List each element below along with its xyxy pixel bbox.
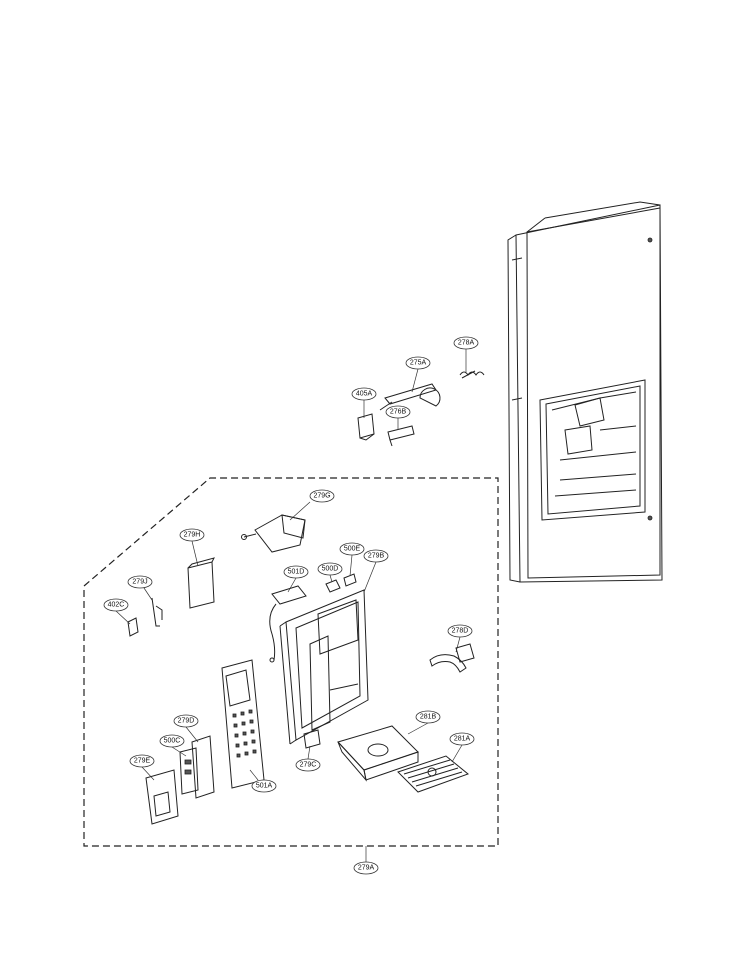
part-279J-bracket: [151, 597, 163, 627]
door-panel: [507, 201, 663, 583]
svg-text:501D: 501D: [288, 569, 305, 576]
callout-278A-top: 278A: [453, 336, 479, 350]
svg-text:281A: 281A: [454, 736, 471, 743]
part-279E-cover: [145, 769, 179, 825]
svg-text:278A: 278A: [458, 340, 475, 347]
svg-text:279G: 279G: [313, 493, 330, 500]
part-501A-panel: [221, 659, 265, 789]
svg-text:500E: 500E: [344, 546, 361, 553]
part-501D-board: [269, 585, 307, 663]
part-281B-tray: [337, 725, 419, 782]
part-405A-bracket: [357, 413, 375, 441]
callout-281A: 281A: [449, 732, 475, 746]
part-500C-board: [179, 747, 199, 795]
callout-402C: 402C: [103, 598, 129, 612]
callout-281B: 281B: [415, 710, 441, 724]
svg-text:279J: 279J: [132, 579, 147, 586]
svg-text:279A: 279A: [358, 865, 375, 872]
part-278D-handle: [429, 643, 475, 673]
callout-279A: 279A: [353, 861, 379, 875]
part-500D-sensor: [325, 579, 341, 593]
svg-text:278D: 278D: [452, 628, 469, 635]
part-279H-cover: [187, 557, 215, 609]
callout-405A: 405A: [351, 387, 377, 401]
leader-lines: [115, 349, 467, 862]
part-275A-lever: [379, 383, 441, 411]
svg-text:276B: 276B: [390, 409, 407, 416]
svg-text:275A: 275A: [410, 360, 427, 367]
callout-278D: 278D: [447, 624, 473, 638]
callout-279G: 279G: [309, 489, 335, 503]
callout-279E: 279E: [129, 754, 155, 768]
callout-501A: 501A: [251, 779, 277, 793]
part-278A-spring: [459, 370, 485, 379]
svg-text:405A: 405A: [356, 391, 373, 398]
part-281A-grille: [397, 755, 469, 793]
svg-text:402C: 402C: [108, 602, 125, 609]
svg-text:500D: 500D: [322, 566, 339, 573]
callout-279C: 279C: [295, 758, 321, 772]
panel-buttons: [232, 709, 257, 758]
callout-279B: 279B: [363, 549, 389, 563]
part-279G-bracket: [241, 514, 306, 553]
callout-276B: 276B: [385, 405, 411, 419]
callout-279H: 279H: [179, 528, 205, 542]
part-276B-bracket: [387, 425, 415, 447]
callout-501D: 501D: [283, 565, 309, 579]
svg-text:279B: 279B: [368, 553, 385, 560]
part-279D-frame: [191, 735, 215, 799]
svg-text:279H: 279H: [184, 532, 201, 539]
assembly-boundary: [83, 477, 499, 847]
callout-500D: 500D: [317, 562, 343, 576]
svg-text:279C: 279C: [300, 762, 317, 769]
part-279C-bracket: [303, 729, 321, 749]
svg-text:500C: 500C: [164, 738, 181, 745]
callout-279D: 279D: [173, 714, 199, 728]
svg-text:279E: 279E: [134, 758, 151, 765]
part-500E-sensor: [343, 573, 357, 587]
callout-279J: 279J: [127, 575, 153, 589]
callout-275A: 275A: [405, 356, 431, 370]
part-279B-housing: [279, 589, 369, 745]
part-402C-clip: [127, 617, 139, 637]
svg-text:501A: 501A: [256, 783, 273, 790]
svg-text:279D: 279D: [178, 718, 195, 725]
callout-500C: 500C: [159, 734, 185, 748]
callout-500E: 500E: [339, 542, 365, 556]
svg-text:281B: 281B: [420, 714, 437, 721]
